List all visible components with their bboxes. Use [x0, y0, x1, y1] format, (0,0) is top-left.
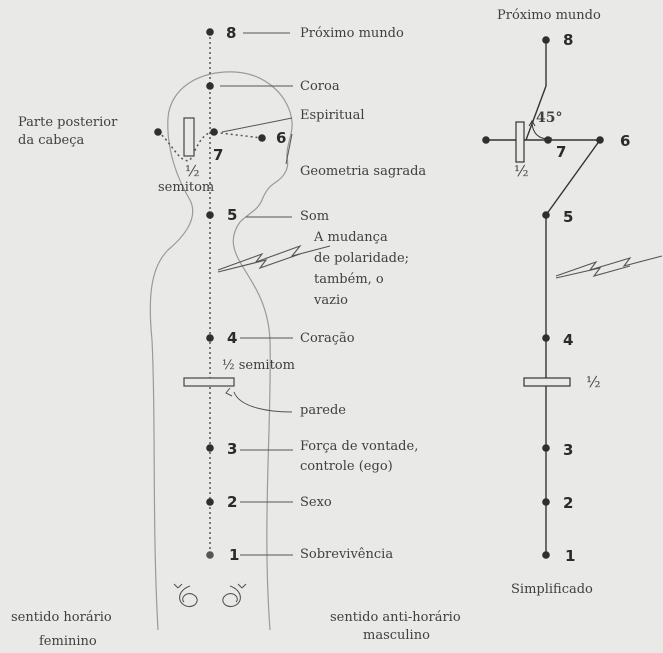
- left-chakra-line: [154, 28, 266, 559]
- chakra-5-dot: [206, 211, 214, 219]
- number-7: 7: [213, 146, 224, 164]
- caption-counterclockwise: sentido anti-horário: [330, 610, 461, 625]
- body-outline: [149, 71, 293, 631]
- label-will-1: Força de vontade,: [300, 439, 419, 454]
- label-wall: parede: [300, 403, 346, 418]
- chakra-6-dot: [258, 134, 266, 142]
- s-chakra-1-dot: [542, 551, 550, 559]
- caption-feminine: feminino: [39, 634, 97, 649]
- left-lightning-icon: [217, 244, 331, 273]
- label-sound: Som: [300, 209, 330, 224]
- label-half-semitone-mid: ½ semitom: [222, 358, 295, 373]
- back-head-dot: [154, 128, 162, 136]
- number-1: 1: [229, 546, 240, 564]
- number-6: 6: [276, 129, 287, 147]
- s-number-5: 5: [563, 208, 574, 226]
- simplified-caption: Simplificado: [511, 582, 593, 597]
- s-chakra-5-dot: [542, 211, 550, 219]
- label-heart: Coração: [300, 331, 355, 346]
- simplified-title: Próximo mundo: [497, 8, 601, 23]
- right-lightning-icon: [555, 255, 663, 279]
- s-chakra-8-dot: [542, 36, 550, 44]
- label-back-of-head: Parte posterior: [18, 115, 118, 130]
- label-sacred-geometry: Geometria sagrada: [300, 164, 427, 179]
- s-number-2: 2: [563, 494, 574, 512]
- label-back-of-head-2: da cabeça: [18, 133, 85, 148]
- number-2: 2: [227, 493, 238, 511]
- chakra-3-dot: [206, 444, 214, 452]
- caption-masculine: masculino: [363, 628, 430, 643]
- chakra-4-dot: [206, 334, 214, 342]
- s-number-6: 6: [620, 132, 631, 150]
- s-number-3: 3: [563, 441, 574, 459]
- s-chakra-4-dot: [542, 334, 550, 342]
- s-chakra-2-dot: [542, 498, 550, 506]
- s-half-top: ½: [514, 162, 529, 180]
- label-spiritual: Espiritual: [300, 108, 365, 123]
- label-will-2: controle (ego): [300, 459, 393, 474]
- simplified-diagram: [482, 36, 663, 559]
- swirl-icons: [173, 583, 247, 608]
- label-survival: Sobrevivência: [300, 547, 394, 562]
- left-leaders: [220, 32, 293, 556]
- label-polarity-3: também, o: [314, 272, 384, 287]
- s-chakra-7-dot: [544, 136, 552, 144]
- label-next-world: Próximo mundo: [300, 26, 404, 41]
- s-number-4: 4: [563, 331, 574, 349]
- chakra-7-dot: [210, 128, 218, 136]
- s-number-7: 7: [556, 143, 567, 161]
- caption-clockwise: sentido horário: [11, 610, 112, 625]
- label-half-top: ½: [185, 162, 200, 180]
- s-number-8: 8: [563, 31, 574, 49]
- chakra-1-dot: [206, 551, 214, 559]
- label-semitone-top: semitom: [158, 180, 215, 195]
- s-chakra-3-dot: [542, 444, 550, 452]
- number-8: 8: [226, 24, 237, 42]
- number-4: 4: [227, 329, 238, 347]
- number-5: 5: [227, 206, 238, 224]
- label-polarity-4: vazio: [314, 293, 348, 308]
- label-crown: Coroa: [300, 79, 340, 94]
- label-sex: Sexo: [300, 495, 332, 510]
- s-left-dot: [482, 136, 490, 144]
- crown-dot: [206, 82, 214, 90]
- label-polarity-2: de polaridade;: [314, 251, 410, 266]
- label-polarity-1: A mudança: [314, 230, 388, 245]
- s-number-1: 1: [565, 547, 576, 565]
- s-chakra-6-dot: [596, 136, 604, 144]
- chakra-8-dot: [206, 28, 214, 36]
- label-angle: 45°: [536, 110, 563, 126]
- s-half-mid: ½: [586, 373, 601, 391]
- number-3: 3: [227, 440, 238, 458]
- chakra-2-dot: [206, 498, 214, 506]
